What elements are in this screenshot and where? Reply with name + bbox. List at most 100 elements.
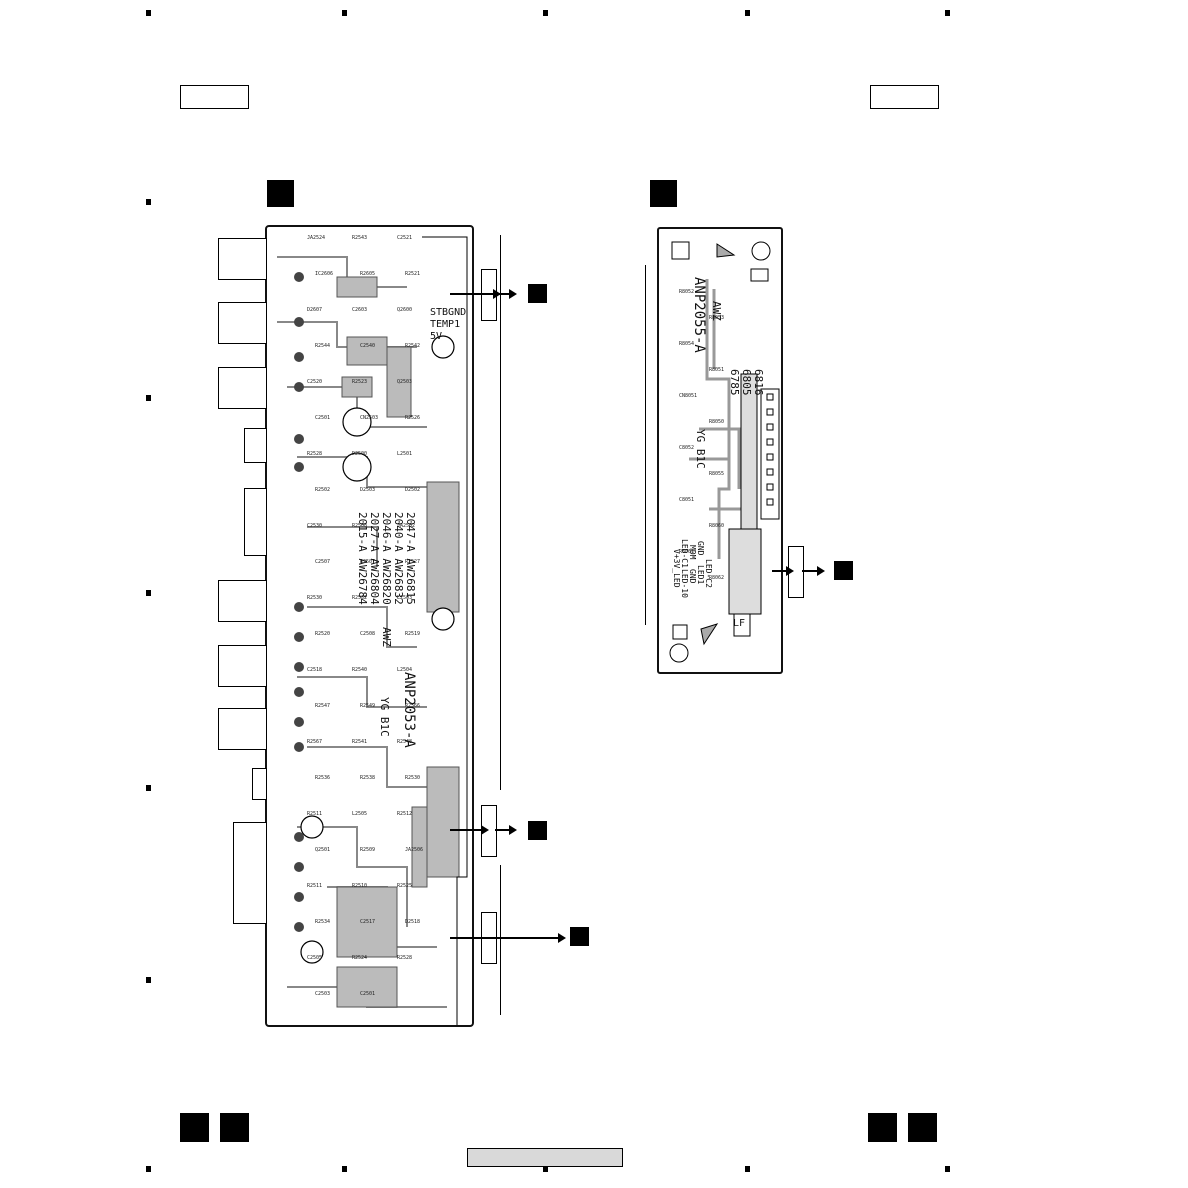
ref-label: R8050 bbox=[709, 419, 725, 425]
ref-label: C2530 bbox=[307, 523, 323, 529]
arrow-line-1 bbox=[450, 289, 501, 299]
arrow-to-board-1 bbox=[495, 289, 517, 299]
ref-label: C2507 bbox=[315, 559, 331, 565]
silk-part-no-a: ANP2053-A bbox=[401, 672, 417, 748]
ref-label: D2500 bbox=[352, 451, 368, 457]
destination-marker-3 bbox=[570, 927, 589, 946]
ref-label: D2502 bbox=[405, 487, 421, 493]
ref-label: R2525 bbox=[397, 883, 413, 889]
ref-label: R8054 bbox=[679, 341, 695, 347]
ref-label: R2567 bbox=[307, 739, 323, 745]
registration-mark bbox=[945, 1166, 950, 1172]
registration-mark bbox=[745, 10, 750, 16]
signal-led1: LED1 bbox=[696, 565, 705, 585]
ref-label: JA2506 bbox=[405, 847, 424, 853]
ref-label: R8051 bbox=[709, 367, 725, 373]
board-b-traces bbox=[669, 241, 780, 663]
ref-label: R2547 bbox=[315, 703, 331, 709]
arrow-line-2 bbox=[450, 825, 489, 835]
registration-mark bbox=[945, 10, 950, 16]
silk-temp1: TEMP1 bbox=[430, 319, 461, 330]
registration-mark bbox=[745, 1166, 750, 1172]
registration-mark bbox=[146, 10, 151, 16]
ref-label: D2503 bbox=[360, 487, 376, 493]
ref-label: R2528 bbox=[307, 451, 323, 457]
silk-number-3: 6816 bbox=[752, 369, 765, 396]
registration-mark bbox=[146, 199, 151, 205]
connector-jack-2 bbox=[218, 302, 267, 344]
registration-mark bbox=[342, 10, 347, 16]
registration-mark bbox=[543, 1166, 548, 1172]
registration-mark bbox=[146, 590, 151, 596]
ref-label: R2519 bbox=[405, 631, 421, 637]
ref-label: R2507 bbox=[360, 559, 376, 565]
ref-label: R2549 bbox=[360, 703, 376, 709]
ref-label: Q2501 bbox=[315, 847, 331, 853]
ref-label: R2508 bbox=[352, 523, 368, 529]
page-marker bbox=[180, 1113, 209, 1142]
silk-5v: 5V bbox=[430, 331, 443, 342]
ref-label: CN2503 bbox=[360, 415, 379, 421]
silk-marks-a: YG B1C bbox=[378, 697, 391, 737]
ref-label: R2524 bbox=[352, 955, 368, 961]
ref-label: R2511 bbox=[307, 811, 323, 817]
connector-jack-8 bbox=[218, 708, 267, 750]
ref-label: R2548 bbox=[397, 739, 413, 745]
ref-label: C2501 bbox=[315, 415, 331, 421]
connector-jack-4 bbox=[244, 428, 267, 463]
ref-label: D2607 bbox=[307, 307, 323, 313]
page-marker bbox=[220, 1113, 249, 1142]
ref-label: R2502 bbox=[315, 487, 331, 493]
ref-label: L2501 bbox=[397, 451, 413, 457]
connector-jack-6 bbox=[218, 580, 267, 622]
ref-label: R2605 bbox=[360, 271, 376, 277]
ref-label: R2566 bbox=[405, 703, 421, 709]
ref-label: C2521 bbox=[397, 235, 413, 241]
divider-line bbox=[645, 265, 646, 625]
ref-label: C2540 bbox=[360, 343, 376, 349]
ref-label: L2503 bbox=[397, 595, 413, 601]
ref-label: R2544 bbox=[315, 343, 331, 349]
pcb-board-b: ANP2055-A AWZ 6785 6805 6816 YG B1C GND … bbox=[657, 227, 783, 674]
silk-stbgnd: STBGND bbox=[430, 307, 467, 318]
ref-label: R2528 bbox=[397, 955, 413, 961]
ref-label: R8062 bbox=[709, 575, 725, 581]
divider-line bbox=[500, 865, 501, 1015]
registration-mark bbox=[342, 1166, 347, 1172]
signal-led-c2: LED-C2 bbox=[704, 559, 713, 588]
board-a-traces bbox=[277, 236, 468, 1025]
ref-label: R2540 bbox=[352, 667, 368, 673]
ref-label: C2517 bbox=[360, 919, 376, 925]
ref-label: L2505 bbox=[352, 811, 368, 817]
connector-jack-1 bbox=[218, 238, 267, 280]
ref-label: C2603 bbox=[352, 307, 368, 313]
ref-label: C2505 bbox=[307, 955, 323, 961]
section-marker-b bbox=[650, 180, 677, 207]
signal-led-10: LED-10 bbox=[680, 569, 689, 598]
ref-label: R2543 bbox=[352, 235, 368, 241]
ref-label: C8051 bbox=[679, 497, 695, 503]
ref-label: R2521 bbox=[405, 271, 421, 277]
page-marker bbox=[868, 1113, 897, 1142]
registration-mark bbox=[146, 977, 151, 983]
ref-label: D2518 bbox=[405, 919, 421, 925]
registration-mark bbox=[146, 785, 151, 791]
signal-gnd: GND bbox=[696, 541, 705, 556]
ref-label: JA2524 bbox=[307, 235, 326, 241]
connector-jack-5 bbox=[244, 488, 267, 556]
ref-label: C8052 bbox=[679, 445, 695, 451]
silk-marks-b: YG B1C bbox=[694, 429, 707, 469]
ref-label: R8060 bbox=[709, 523, 725, 529]
ref-label: L2504 bbox=[397, 667, 413, 673]
registration-mark bbox=[146, 1166, 151, 1172]
ref-label: C2503 bbox=[315, 991, 331, 997]
ref-label: R2541 bbox=[352, 739, 368, 745]
ref-label: C2518 bbox=[307, 667, 323, 673]
ref-label: R2526 bbox=[405, 415, 421, 421]
ref-label: R8052 bbox=[679, 289, 695, 295]
connector-jack-7 bbox=[218, 645, 267, 687]
connector-jack-3 bbox=[218, 367, 267, 409]
pcb-board-a: STBGND TEMP1 5V 2015-A AW26784 2027-A AW… bbox=[265, 225, 474, 1027]
ref-label: R2527 bbox=[405, 559, 421, 565]
ref-label: R2542 bbox=[405, 343, 421, 349]
